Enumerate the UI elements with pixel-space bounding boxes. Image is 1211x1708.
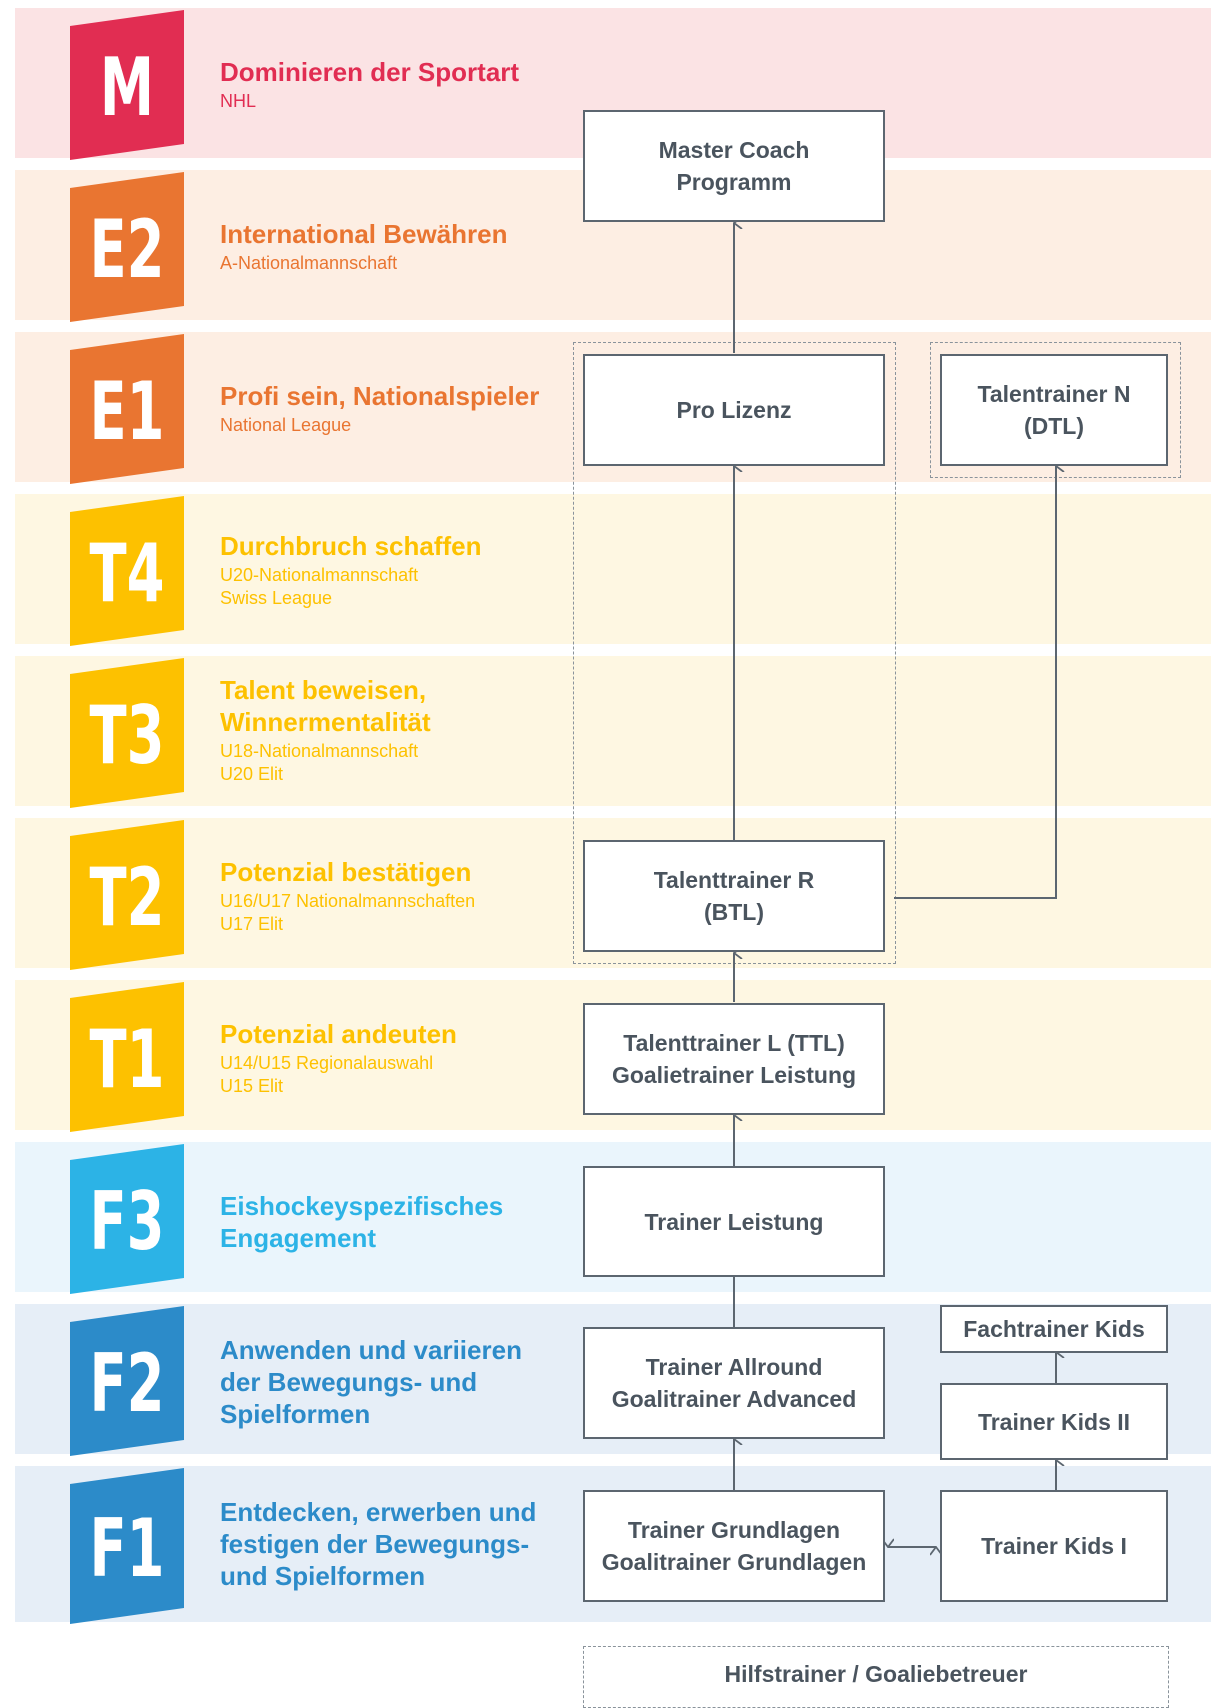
box-talenttrainer-l: Talenttrainer L (TTL) Goalietrainer Leis… [583, 1003, 885, 1115]
level-text-t4: Durchbruch schaffen U20-Nationalmannscha… [220, 530, 560, 610]
box-talenttrainer-r: Talenttrainer R (BTL) [583, 840, 885, 952]
level-subtitle: U18-Nationalmannschaft [220, 741, 419, 761]
level-badge-t3: T3 [70, 658, 184, 808]
level-badge-code: E2 [90, 204, 165, 296]
box-trainer-kids-1: Trainer Kids I [940, 1490, 1168, 1602]
level-band-t4 [15, 494, 1211, 644]
level-band-t3 [15, 656, 1211, 806]
box-trainer-kids-2-label: Trainer Kids II [977, 1408, 1131, 1435]
level-badge-f3: F3 [70, 1144, 184, 1294]
arrow-r-to-n [894, 466, 1056, 899]
level-title: Anwenden und variieren der Bewegungs- un… [220, 1335, 522, 1429]
level-subtitle: National League [220, 415, 352, 435]
level-badge-e1: E1 [70, 334, 184, 484]
level-badge-f2: F2 [70, 1306, 184, 1456]
box-trainer-kids-2: Trainer Kids II [940, 1383, 1168, 1460]
level-subtitle: U20 Elit [220, 764, 284, 784]
level-subtitle: A-Nationalmannschaft [220, 253, 398, 273]
box-talenttrainer-n: Talentrainer N (DTL) [940, 354, 1168, 466]
box-fachtrainer-kids: Fachtrainer Kids [940, 1305, 1168, 1353]
level-subtitle: U14/U15 Regionalauswahl [220, 1053, 434, 1073]
level-subtitle: U20-Nationalmannschaft [220, 565, 419, 585]
level-text-e2: International Bewähren A-Nationalmannsch… [220, 218, 560, 275]
level-badge-code: T3 [90, 690, 165, 782]
level-badge-code: T4 [90, 528, 165, 620]
level-badge-t4: T4 [70, 496, 184, 646]
box-pro-lizenz: Pro Lizenz [583, 354, 885, 466]
level-badge-m: M [70, 10, 184, 160]
box-pro-lizenz-label: Pro Lizenz [676, 397, 792, 423]
box-trainer-leistung-label: Trainer Leistung [644, 1208, 824, 1235]
level-text-t3: Talent beweisen, Winnermentalität U18-Na… [220, 674, 490, 786]
box-talenttrainer-n-label: Talentrainer N (DTL) [977, 381, 1131, 439]
level-text-t1: Potenzial andeuten U14/U15 Regionalauswa… [220, 1018, 560, 1098]
box-talenttrainer-l-label: Talenttrainer L (TTL) Goalietrainer Leis… [611, 1030, 857, 1088]
box-trainer-grundlagen: Trainer Grundlagen Goalitrainer Grundlag… [583, 1490, 885, 1602]
level-subtitle: NHL [220, 91, 257, 111]
level-badge-code: F1 [90, 1503, 165, 1595]
level-badge-code: F3 [90, 1176, 165, 1268]
level-subtitle: U17 Elit [220, 914, 284, 934]
level-badge-code: T2 [90, 852, 165, 944]
level-badge-code: F2 [90, 1338, 165, 1430]
box-hilfstrainer-label: Hilfstrainer / Goaliebetreuer [724, 1661, 1028, 1687]
level-badge-code: T1 [90, 1014, 165, 1106]
level-text-f1: Entdecken, erwerben und festigen der Bew… [220, 1496, 560, 1592]
level-text-m: Dominieren der Sportart NHL [220, 56, 560, 113]
level-badge-f1: F1 [70, 1468, 184, 1624]
box-fachtrainer-kids-label: Fachtrainer Kids [963, 1316, 1145, 1342]
level-title: Eishockeyspezifisches Engagement [220, 1191, 504, 1253]
level-text-e1: Profi sein, Nationalspieler National Lea… [220, 380, 560, 437]
level-title: Potenzial andeuten [220, 1019, 457, 1049]
level-badge-e2: E2 [70, 172, 184, 322]
level-text-f3: Eishockeyspezifisches Engagement [220, 1190, 520, 1254]
box-master-coach-label: Master Coach Programm [658, 137, 810, 195]
level-badge-code: M [100, 42, 154, 134]
level-title: Dominieren der Sportart [220, 57, 520, 87]
level-badge-t2: T2 [70, 820, 184, 970]
level-subtitle: Swiss League [220, 588, 333, 608]
level-text-t2: Potenzial bestätigen U16/U17 Nationalman… [220, 856, 560, 936]
box-trainer-allround-label: Trainer Allround Goalitrainer Advanced [611, 1354, 857, 1412]
level-subtitle: U15 Elit [220, 1076, 284, 1096]
level-text-f2: Anwenden und variieren der Bewegungs- un… [220, 1334, 550, 1430]
box-trainer-allround: Trainer Allround Goalitrainer Advanced [583, 1327, 885, 1439]
level-title: Profi sein, Nationalspieler [220, 381, 540, 411]
box-trainer-leistung: Trainer Leistung [583, 1166, 885, 1277]
level-title: Talent beweisen, Winnermentalität [220, 675, 431, 737]
level-title: Entdecken, erwerben und festigen der Bew… [220, 1497, 537, 1591]
box-trainer-kids-1-label: Trainer Kids I [981, 1533, 1127, 1559]
level-subtitle: U16/U17 Nationalmannschaften [220, 891, 476, 911]
box-master-coach: Master Coach Programm [583, 110, 885, 222]
box-talenttrainer-r-label: Talenttrainer R (BTL) [653, 867, 815, 925]
level-badge-code: E1 [90, 366, 165, 458]
level-title: Durchbruch schaffen [220, 531, 482, 561]
level-badge-t1: T1 [70, 982, 184, 1132]
box-trainer-grundlagen-label: Trainer Grundlagen Goalitrainer Grundlag… [601, 1517, 867, 1575]
level-title: International Bewähren [220, 219, 508, 249]
level-title: Potenzial bestätigen [220, 857, 472, 887]
